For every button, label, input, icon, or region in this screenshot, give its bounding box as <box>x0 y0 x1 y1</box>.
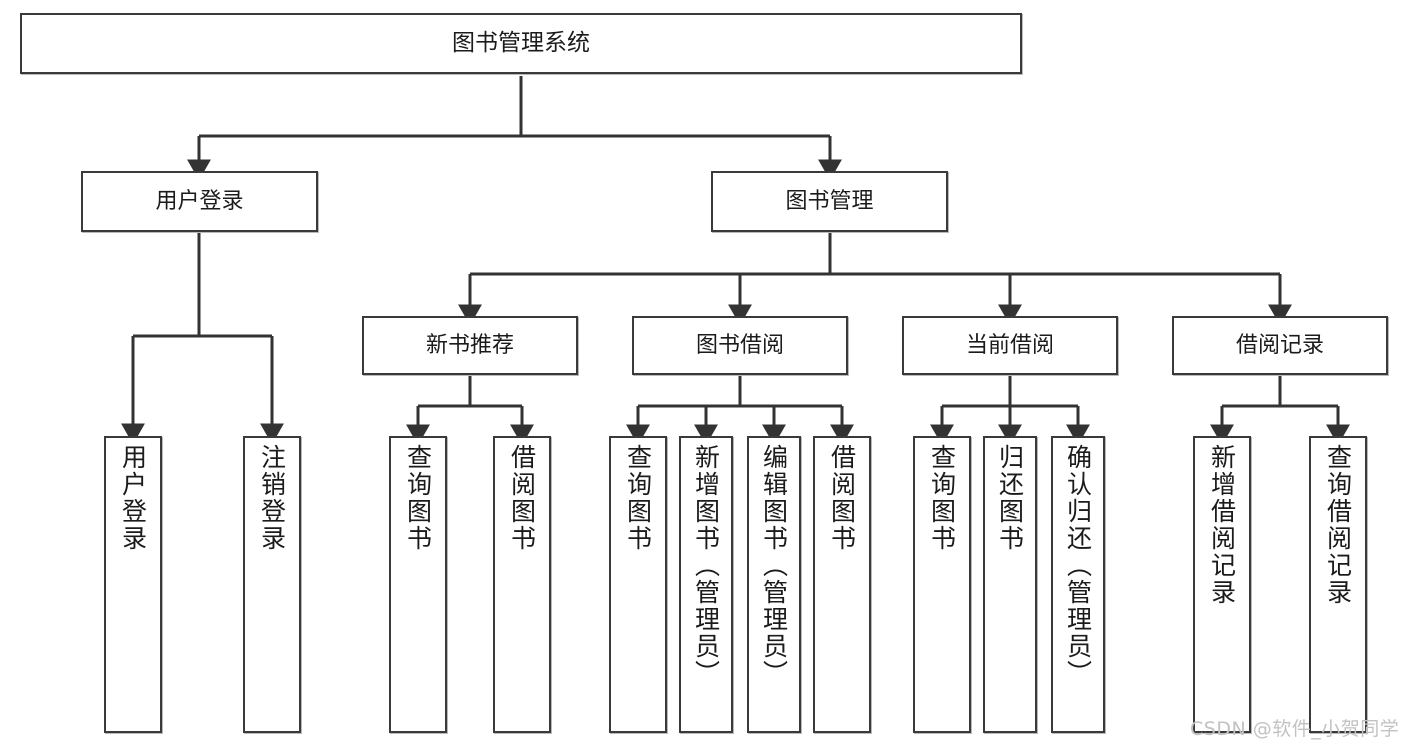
node-label: 用户登录 <box>155 188 244 214</box>
node-book-management[interactable]: 图书管理 <box>711 171 948 232</box>
node-label: 新增图书（管理员） <box>691 444 721 687</box>
node-label: 归还图书 <box>995 444 1025 552</box>
leaf-recommend-query-book[interactable]: 查询图书 <box>389 436 447 733</box>
node-current-borrow[interactable]: 当前借阅 <box>902 316 1118 375</box>
node-label: 借阅图书 <box>507 444 537 552</box>
leaf-user-login-login[interactable]: 用户登录 <box>104 436 162 733</box>
node-user-login[interactable]: 用户登录 <box>81 171 318 232</box>
node-label: 新增借阅记录 <box>1207 444 1237 606</box>
leaf-borrow-query-book[interactable]: 查询图书 <box>609 436 667 733</box>
leaf-records-query-record[interactable]: 查询借阅记录 <box>1309 436 1367 733</box>
node-label: 当前借阅 <box>965 332 1054 358</box>
node-root-system[interactable]: 图书管理系统 <box>20 13 1022 74</box>
leaf-borrow-add-book[interactable]: 新增图书（管理员） <box>679 436 733 733</box>
leaf-records-add-record[interactable]: 新增借阅记录 <box>1193 436 1251 733</box>
csdn-watermark: CSDN @软件_小贺同学 <box>1190 718 1400 740</box>
leaf-current-confirm-return[interactable]: 确认归还（管理员） <box>1051 436 1105 733</box>
leaf-current-query-book[interactable]: 查询图书 <box>913 436 971 733</box>
node-label: 查询图书 <box>927 444 957 552</box>
node-label: 查询图书 <box>623 444 653 552</box>
node-label: 用户登录 <box>118 444 148 552</box>
node-label: 图书管理系统 <box>452 30 590 57</box>
node-borrow-records[interactable]: 借阅记录 <box>1172 316 1388 375</box>
node-label: 图书管理 <box>785 188 874 214</box>
node-label: 借阅图书 <box>827 444 857 552</box>
node-label: 借阅记录 <box>1235 332 1324 358</box>
leaf-recommend-borrow-book[interactable]: 借阅图书 <box>493 436 551 733</box>
node-label: 确认归还（管理员） <box>1063 444 1093 687</box>
node-label: 查询图书 <box>403 444 433 552</box>
leaf-current-return-book[interactable]: 归还图书 <box>983 436 1037 733</box>
node-book-borrow[interactable]: 图书借阅 <box>632 316 848 375</box>
node-new-book-recommend[interactable]: 新书推荐 <box>362 316 578 375</box>
leaf-borrow-borrow-book[interactable]: 借阅图书 <box>813 436 871 733</box>
node-label: 新书推荐 <box>425 332 514 358</box>
node-label: 注销登录 <box>257 444 287 552</box>
leaf-borrow-edit-book[interactable]: 编辑图书（管理员） <box>747 436 801 733</box>
leaf-user-login-logout[interactable]: 注销登录 <box>243 436 301 733</box>
node-label: 编辑图书（管理员） <box>759 444 789 687</box>
node-label: 图书借阅 <box>695 332 784 358</box>
node-label: 查询借阅记录 <box>1323 444 1353 606</box>
